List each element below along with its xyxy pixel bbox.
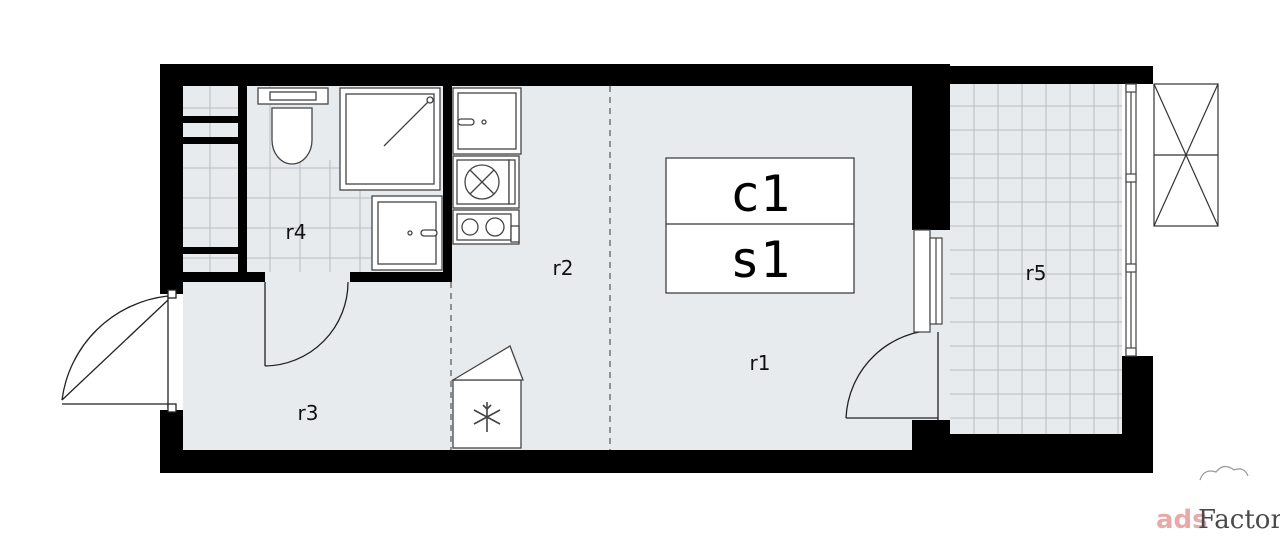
- room-label-r3: r3: [298, 401, 319, 425]
- wall-bath-bottom-left: [183, 272, 265, 282]
- fridge: [450, 345, 524, 449]
- code-top: c1: [730, 165, 790, 223]
- bathroom-door: [264, 272, 350, 367]
- room-label-r1: r1: [750, 351, 771, 375]
- wall-bottom-balcony: [930, 434, 1153, 473]
- wall-top: [160, 64, 950, 86]
- window-r1: [912, 229, 950, 333]
- room-label-r4: r4: [286, 220, 307, 244]
- cloud-icon: [1199, 465, 1249, 481]
- wall-bottom: [160, 450, 930, 473]
- wall-bath-right: [443, 86, 452, 282]
- wall-balcony-right-upper: [1122, 66, 1153, 84]
- partitions: [450, 86, 611, 450]
- toilet: [257, 87, 329, 165]
- wall-r1-balcony-upper: [912, 64, 950, 230]
- balcony-glazing: [1122, 83, 1153, 357]
- floor-balcony: [950, 84, 1122, 434]
- room-label-r5: r5: [1026, 261, 1047, 285]
- entrance-door: [61, 289, 180, 413]
- wall-r1-balcony-lower: [912, 420, 950, 450]
- wall-bath-left: [238, 86, 247, 276]
- wall-left-lower: [160, 410, 183, 473]
- wall-bath-bottom-right: [350, 272, 450, 282]
- floors: [183, 84, 1122, 450]
- oven: [452, 155, 520, 209]
- stub-left-3: [183, 247, 238, 254]
- stub-left-2: [183, 137, 238, 144]
- bathroom-sink: [371, 195, 443, 271]
- watermark-factory: Factory: [1198, 505, 1280, 535]
- wall-balcony-right-lower: [1122, 356, 1153, 473]
- code-box: c1 s1: [665, 157, 855, 294]
- watermark-ads: ads: [1156, 505, 1208, 535]
- room-labels: r1 r2 r3 r4 r5: [286, 220, 1047, 425]
- shower-cabin: [339, 87, 441, 191]
- balcony-tiles: [950, 84, 1122, 434]
- walls: [160, 64, 1153, 473]
- code-bottom: s1: [730, 231, 790, 289]
- room-label-r2: r2: [553, 256, 574, 280]
- cooktop: [452, 209, 520, 245]
- kitchen-sink: [452, 87, 522, 155]
- watermark: ads Factory: [1156, 465, 1280, 535]
- snowflake-icon: [473, 402, 501, 432]
- wall-top-balcony: [950, 66, 1153, 84]
- stub-left-1: [183, 116, 238, 123]
- wall-left-upper: [160, 64, 183, 294]
- ac-unit: [1153, 83, 1219, 227]
